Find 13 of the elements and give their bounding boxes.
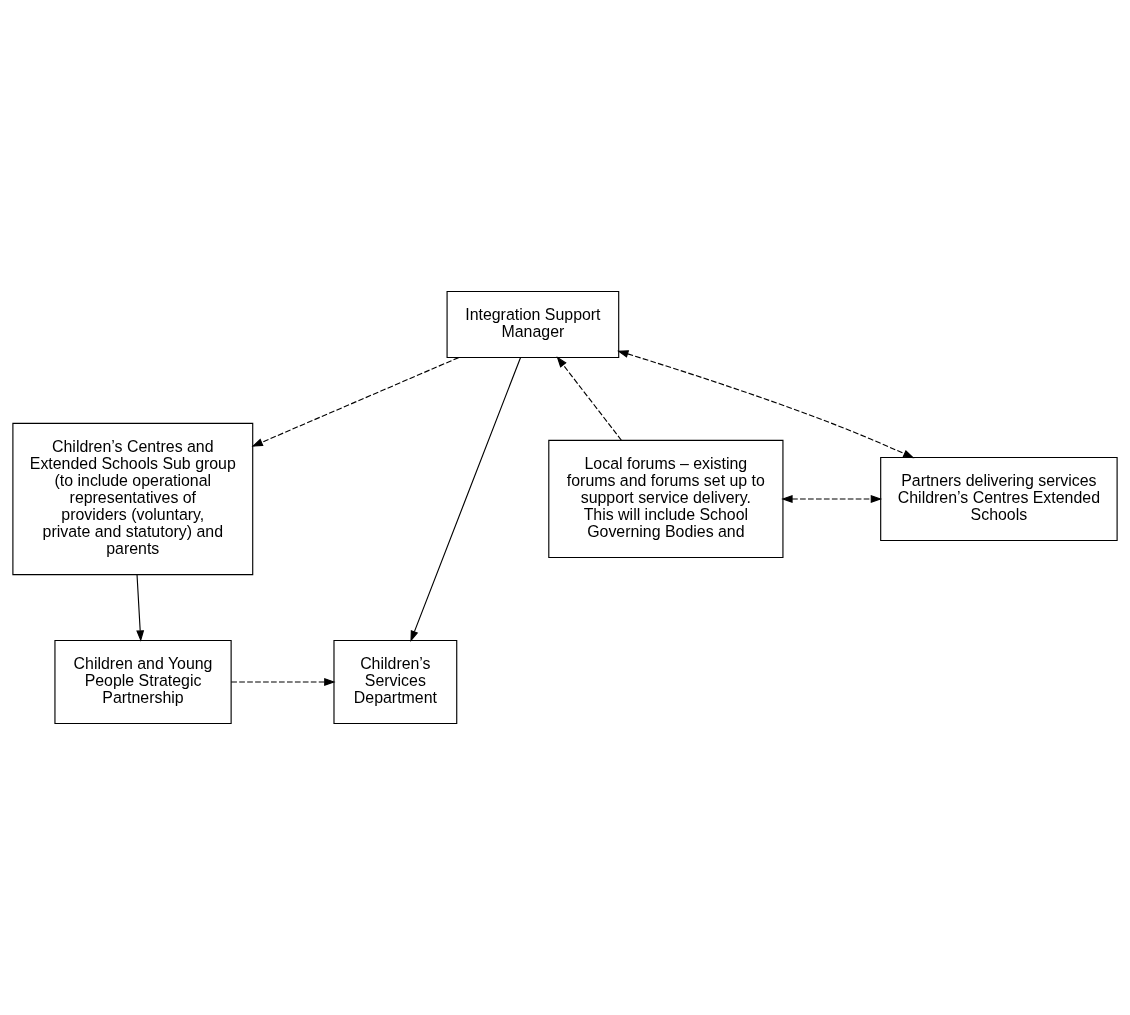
node-box: Children and Young People Strategic Partnership: [54, 639, 232, 725]
arrow: [136, 574, 145, 642]
node-box: Children’s Services Department: [333, 639, 458, 725]
node-box: Local forums – existing forums and forums set up to support service delivery. This will include School Governing Bodies and: [548, 439, 784, 559]
node-box: Integration Support Manager: [446, 291, 620, 359]
arrow: [781, 495, 883, 503]
arrow: [230, 678, 336, 686]
arrow: [556, 356, 622, 441]
node-box: Partners delivering services Children’s Centres Extended Schools: [880, 456, 1118, 542]
node-box: Children’s Centres and Extended Schools Sub group (to include operational representatives of providers (voluntary, private and statutory) and parents: [12, 422, 254, 576]
arrow: [617, 350, 915, 459]
arrow: [410, 356, 522, 642]
arrow: [251, 357, 460, 447]
